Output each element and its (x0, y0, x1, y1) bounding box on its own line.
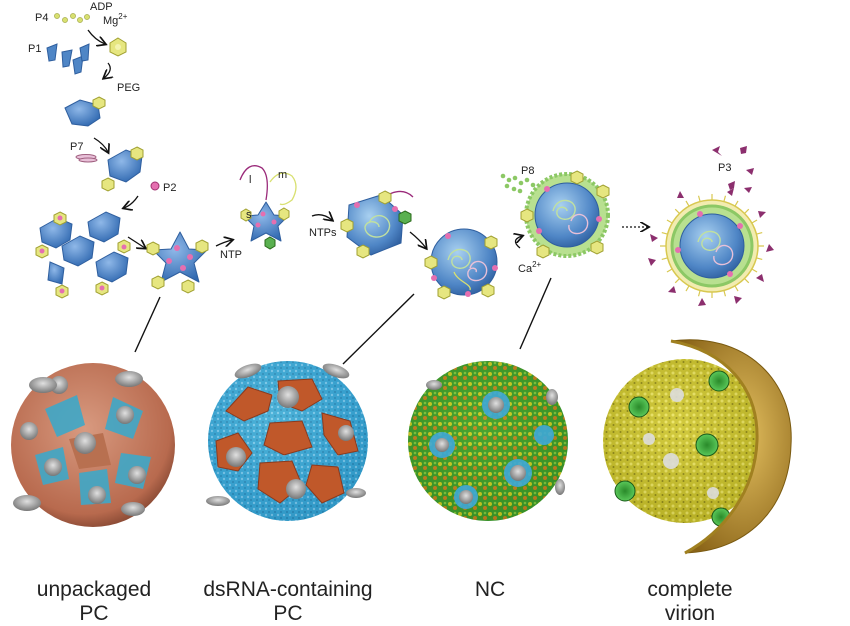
arrow-ntp (215, 240, 232, 246)
adp-label: ADP (90, 1, 113, 13)
caption-complete-virion-line2: virion (664, 602, 716, 625)
mg-label: Mg2+ (103, 12, 128, 27)
dsrna-pc-icon (424, 228, 498, 300)
p7-icon (75, 154, 98, 163)
packaging-intermediate-icon (340, 190, 414, 259)
p8-monomers-icon (500, 173, 536, 194)
p2-label: P2 (163, 182, 176, 194)
nc-structure (408, 361, 568, 521)
caption-nc: NC (440, 578, 540, 602)
segment-s-label: s (246, 209, 252, 221)
arrow-ca (515, 236, 522, 249)
p8-label: P8 (521, 165, 534, 177)
p1-p4-p7-complex-icon (101, 146, 144, 192)
caption-dsrna-pc-line1: dsRNA-containing (203, 578, 373, 601)
arrow-to-dsrna (409, 231, 426, 248)
complex-cluster-icon (35, 211, 131, 299)
p4-monomers (54, 13, 90, 23)
caption-nc-line1: NC (474, 578, 506, 601)
p1-dimers-icon (46, 43, 90, 75)
arrow-cluster-pc (127, 236, 145, 248)
segment-l-label: l (249, 174, 251, 186)
caption-complete-virion-line1: complete (647, 578, 733, 601)
p3-spikes-icon (712, 146, 754, 193)
ca-label: Ca2+ (518, 260, 542, 275)
arrow-p7 (93, 137, 108, 152)
virion-structure (603, 339, 792, 555)
caption-complete-virion: complete virion (620, 578, 760, 626)
arrow-peg (104, 62, 110, 78)
virion-icon (648, 188, 774, 306)
caption-unpackaged-pc-line2: PC (79, 602, 109, 625)
peg-label: PEG (117, 82, 140, 94)
segment-m-label: m (278, 169, 287, 181)
ntps-label: NTPs (309, 227, 337, 239)
p3-label: P3 (718, 162, 731, 174)
caption-unpackaged-pc-line1: unpackaged (36, 578, 152, 601)
nucleocapsid-icon (520, 170, 610, 259)
p4-hexamer-icon (109, 37, 127, 57)
p7-label: P7 (70, 141, 83, 153)
arrow-p4-hexamer (87, 29, 105, 44)
arrow-ntps (311, 215, 332, 220)
arrow-p2 (124, 195, 139, 208)
caption-unpackaged-pc: unpackaged PC (14, 578, 174, 626)
unpackaged-pc-structure (11, 363, 175, 527)
p1-label: P1 (28, 43, 41, 55)
caption-dsrna-pc: dsRNA-containing PC (188, 578, 388, 626)
p1-p4-complex-icon (64, 96, 106, 127)
ntp-label: NTP (220, 249, 242, 261)
pc-ssrna-icon: l m s (239, 165, 297, 250)
caption-dsrna-pc-line2: PC (273, 602, 303, 625)
connector-lines (134, 277, 552, 365)
dsrna-pc-structure (206, 361, 368, 521)
p4-label: P4 (35, 12, 48, 24)
p2-icon (150, 181, 160, 191)
procapsid-icon (146, 231, 209, 294)
